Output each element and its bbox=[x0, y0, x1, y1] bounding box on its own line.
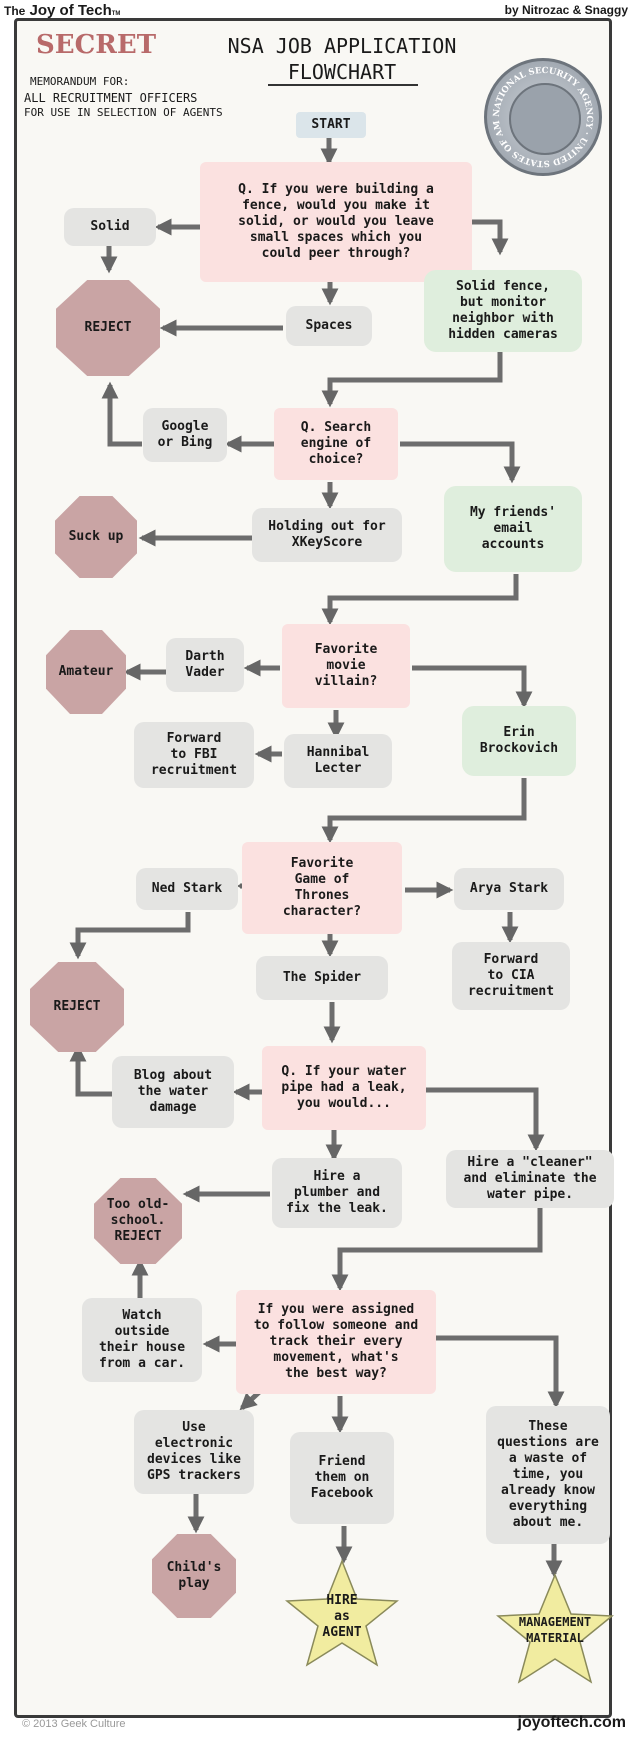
arrow-q2-friends bbox=[400, 441, 521, 484]
logo-tm: TM bbox=[111, 11, 121, 17]
arrow-q6-waste bbox=[430, 1335, 565, 1409]
answer-blog: Blog about the water damage bbox=[112, 1056, 234, 1128]
answer-forward-cia: Forward to CIA recruitment bbox=[452, 942, 570, 1010]
memo-line-3: FOR USE IN SELECTION OF AGENTS bbox=[24, 106, 223, 119]
answer-spaces: Spaces bbox=[286, 306, 372, 346]
question-game-of-thrones: Favorite Game of Thrones character? bbox=[242, 842, 402, 934]
secret-stamp: SECRET bbox=[36, 30, 157, 60]
title-underline bbox=[268, 84, 418, 86]
arrow-ned-reject bbox=[69, 912, 191, 960]
answer-xkeyscore: Holding out for XKeyScore bbox=[252, 508, 402, 562]
logo-brand: Joy of Tech bbox=[29, 2, 112, 19]
site-url-footer[interactable]: joyoftech.com bbox=[517, 1714, 626, 1731]
arrow-friends-q3 bbox=[321, 574, 519, 626]
question-search-engine: Q. Search engine of choice? bbox=[274, 408, 398, 480]
arrow-blog-reject bbox=[69, 1044, 112, 1097]
arrow-cleaner-q6 bbox=[331, 1208, 543, 1292]
answer-hire-cleaner: Hire a "cleaner" and eliminate the water… bbox=[446, 1150, 614, 1208]
chart-title-line-1: NSA JOB APPLICATION bbox=[227, 34, 457, 58]
answer-hire-plumber: Hire a plumber and fix the leak. bbox=[272, 1158, 402, 1228]
hire-as-agent-label: HIRE as AGENT bbox=[322, 1593, 362, 1640]
answer-waste-of-time: These questions are a waste of time, you… bbox=[486, 1406, 610, 1544]
answer-friend-facebook: Friend them on Facebook bbox=[290, 1432, 394, 1524]
memo-line-1: MEMORANDUM FOR: bbox=[30, 75, 130, 88]
arrow-google-reject bbox=[101, 381, 142, 447]
nsa-seal: NATIONAL SECURITY AGENCY · UNITED STATES… bbox=[484, 58, 602, 176]
answer-hannibal: Hannibal Lecter bbox=[284, 734, 392, 788]
question-track-someone: If you were assigned to follow someone a… bbox=[236, 1290, 436, 1394]
arrow-erin-q4 bbox=[321, 778, 527, 844]
answer-friends-email: My friends' email accounts bbox=[444, 486, 582, 572]
start-node: START bbox=[296, 112, 366, 138]
management-material-label: MANAGEMENT MATERIAL bbox=[518, 1615, 592, 1645]
logo-the: The bbox=[4, 4, 26, 18]
too-old-school-octagon: Too old- school. REJECT bbox=[94, 1178, 182, 1264]
question-fence: Q. If you were building a fence, would y… bbox=[200, 162, 472, 282]
question-water-pipe: Q. If your water pipe had a leak, you wo… bbox=[262, 1046, 426, 1130]
answer-ned-stark: Ned Stark bbox=[136, 868, 238, 910]
answer-darth-vader: Darth Vader bbox=[166, 638, 244, 692]
childs-play-octagon: Child's play bbox=[152, 1534, 236, 1618]
answer-solid: Solid bbox=[64, 208, 156, 246]
reject-octagon-1: REJECT bbox=[56, 280, 160, 376]
copyright-footer: © 2013 Geek Culture bbox=[22, 1718, 126, 1730]
arrow-solidfence-q2 bbox=[321, 350, 503, 408]
answer-google-bing: Google or Bing bbox=[143, 408, 227, 462]
answer-solid-fence: Solid fence, but monitor neighbor with h… bbox=[424, 270, 582, 352]
answer-erin-brockovich: Erin Brockovich bbox=[462, 706, 576, 776]
arrow-q5-cleaner bbox=[424, 1087, 545, 1152]
answer-forward-fbi: Forward to FBI recruitment bbox=[134, 722, 254, 788]
chart-title-line-2: FLOWCHART bbox=[287, 60, 397, 84]
memo-line-2: ALL RECRUITMENT OFFICERS bbox=[24, 91, 198, 105]
amateur-octagon: Amateur bbox=[46, 630, 126, 714]
arrow-q1-solidfence bbox=[472, 219, 509, 256]
site-logo[interactable]: The Joy of TechTM bbox=[4, 2, 120, 19]
answer-watch-house: Watch outside their house from a car. bbox=[82, 1298, 202, 1382]
suckup-octagon: Suck up bbox=[55, 496, 137, 578]
question-movie-villain: Favorite movie villain? bbox=[282, 624, 410, 708]
hire-star bbox=[284, 1558, 400, 1667]
reject-octagon-2: REJECT bbox=[30, 962, 124, 1052]
authors-credit: by Nitrozac & Snaggy bbox=[504, 3, 628, 17]
arrow-q3-erin bbox=[412, 665, 533, 709]
seal-eagle-emblem bbox=[509, 83, 581, 155]
answer-arya-stark: Arya Stark bbox=[454, 868, 564, 910]
management-star bbox=[496, 1573, 614, 1684]
answer-gps-trackers: Use electronic devices like GPS trackers bbox=[134, 1410, 254, 1494]
answer-the-spider: The Spider bbox=[256, 956, 388, 1000]
